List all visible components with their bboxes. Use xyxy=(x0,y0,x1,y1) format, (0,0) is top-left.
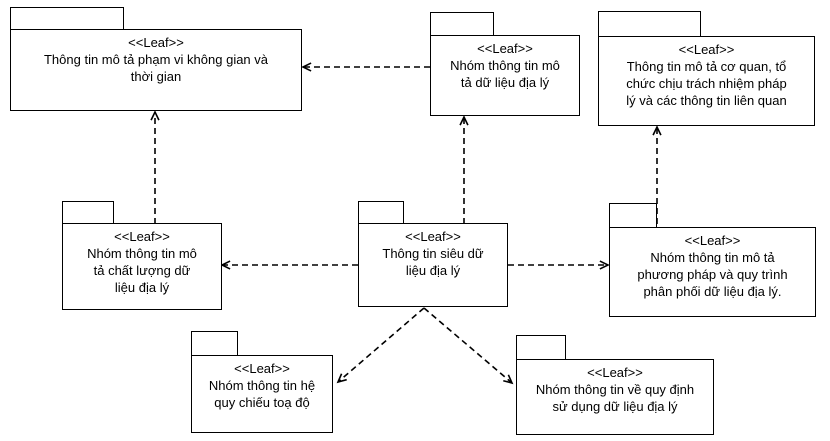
package-body: <<Leaf>> Nhóm thông tin hệ quy chiếu toạ… xyxy=(191,355,333,433)
package-body: <<Leaf>> Thông tin siêu dữ liệu địa lý xyxy=(358,223,508,307)
package-name-line: sử dụng dữ liệu địa lý xyxy=(552,399,678,414)
package-tab xyxy=(609,203,657,228)
package-body: <<Leaf>> Thông tin mô tả phạm vi không g… xyxy=(10,29,302,111)
dependency-line xyxy=(423,307,513,384)
arrowhead xyxy=(301,62,312,72)
arrowhead xyxy=(599,260,610,270)
arrowhead xyxy=(150,110,160,121)
dependency-arrow xyxy=(459,115,469,224)
stereotype-label: <<Leaf>> xyxy=(684,233,741,248)
package-responsible-organization[interactable]: <<Leaf>> Thông tin mô tả cơ quan, tổ chứ… xyxy=(598,11,815,126)
stereotype-label: <<Leaf>> xyxy=(587,365,643,380)
dependency-arrow xyxy=(301,62,430,72)
package-tab xyxy=(62,201,114,224)
dependency-arrow xyxy=(150,110,160,224)
package-name-line: liệu địa lý xyxy=(405,263,461,278)
package-name-line: quy chiếu toạ độ xyxy=(214,395,310,410)
package-name-line: thời gian xyxy=(130,69,182,84)
package-body: <<Leaf>> Nhóm thông tin mô tả dữ liệu đị… xyxy=(430,35,580,116)
package-name-line: tả dữ liệu địa lý xyxy=(460,75,550,90)
stereotype-label: <<Leaf>> xyxy=(114,229,170,244)
package-name-line: lý và các thông tin liên quan xyxy=(626,93,787,108)
arrowhead xyxy=(652,125,662,136)
package-tab xyxy=(10,7,124,30)
package-name-line: Nhóm thông tin mô xyxy=(450,58,560,73)
stereotype-label: <<Leaf>> xyxy=(405,229,461,244)
package-name-line: Nhóm thông tin mô tả xyxy=(650,250,775,265)
package-name-line: Thông tin mô tả cơ quan, tổ xyxy=(626,59,787,74)
package-body: <<Leaf>> Thông tin mô tả cơ quan, tổ chứ… xyxy=(598,36,815,126)
dependency-arrow xyxy=(508,260,610,270)
package-name-line: chức chịu trách nhiệm pháp xyxy=(626,76,787,91)
package-name-line: Nhóm thông tin về quy định xyxy=(535,382,695,397)
arrowhead xyxy=(503,374,514,385)
stereotype-label: <<Leaf>> xyxy=(128,35,184,50)
package-tab xyxy=(516,335,566,360)
dependency-line xyxy=(337,307,425,383)
package-name-line: liệu địa lý xyxy=(114,280,170,295)
package-name-line: tả chất lượng dữ xyxy=(93,263,191,278)
package-tab xyxy=(358,201,404,224)
arrowhead xyxy=(459,115,469,126)
package-tab xyxy=(430,12,494,36)
package-geographic-metadata[interactable]: <<Leaf>> Thông tin siêu dữ liệu địa lý xyxy=(358,201,508,307)
stereotype-label: <<Leaf>> xyxy=(477,41,533,56)
package-distribution[interactable]: <<Leaf>> Nhóm thông tin mô tả phương phá… xyxy=(609,203,816,317)
stereotype-label: <<Leaf>> xyxy=(678,42,735,57)
package-tab xyxy=(191,331,238,356)
dependency-arrow xyxy=(652,125,662,224)
dependency-arrow xyxy=(220,260,358,270)
stereotype-label: <<Leaf>> xyxy=(234,361,290,376)
package-name-line: Thông tin mô tả phạm vi không gian và xyxy=(43,52,269,67)
package-data-description[interactable]: <<Leaf>> Nhóm thông tin mô tả dữ liệu đị… xyxy=(430,12,580,116)
package-spatial-temporal-extent[interactable]: <<Leaf>> Thông tin mô tả phạm vi không g… xyxy=(10,7,302,111)
package-body: <<Leaf>> Nhóm thông tin mô tả chất lượng… xyxy=(62,223,222,310)
package-body: <<Leaf>> Nhóm thông tin mô tả phương phá… xyxy=(609,227,816,317)
package-body: <<Leaf>> Nhóm thông tin về quy định sử d… xyxy=(516,359,714,435)
dependency-arrow xyxy=(336,307,425,384)
package-name-line: phương pháp và quy trình xyxy=(637,267,788,282)
arrowhead xyxy=(220,260,231,270)
arrowhead xyxy=(336,373,347,384)
dependency-arrow xyxy=(423,307,514,385)
package-name-line: phân phối dữ liệu địa lý. xyxy=(643,284,782,299)
package-name-line: Nhóm thông tin mô xyxy=(87,246,197,261)
package-tab xyxy=(598,11,701,37)
package-name-line: Nhóm thông tin hệ xyxy=(208,378,316,393)
package-reference-system[interactable]: <<Leaf>> Nhóm thông tin hệ quy chiếu toạ… xyxy=(191,331,333,433)
package-name-line: Thông tin siêu dữ xyxy=(382,246,484,261)
package-data-quality[interactable]: <<Leaf>> Nhóm thông tin mô tả chất lượng… xyxy=(62,201,222,310)
package-usage-constraints[interactable]: <<Leaf>> Nhóm thông tin về quy định sử d… xyxy=(516,335,714,435)
